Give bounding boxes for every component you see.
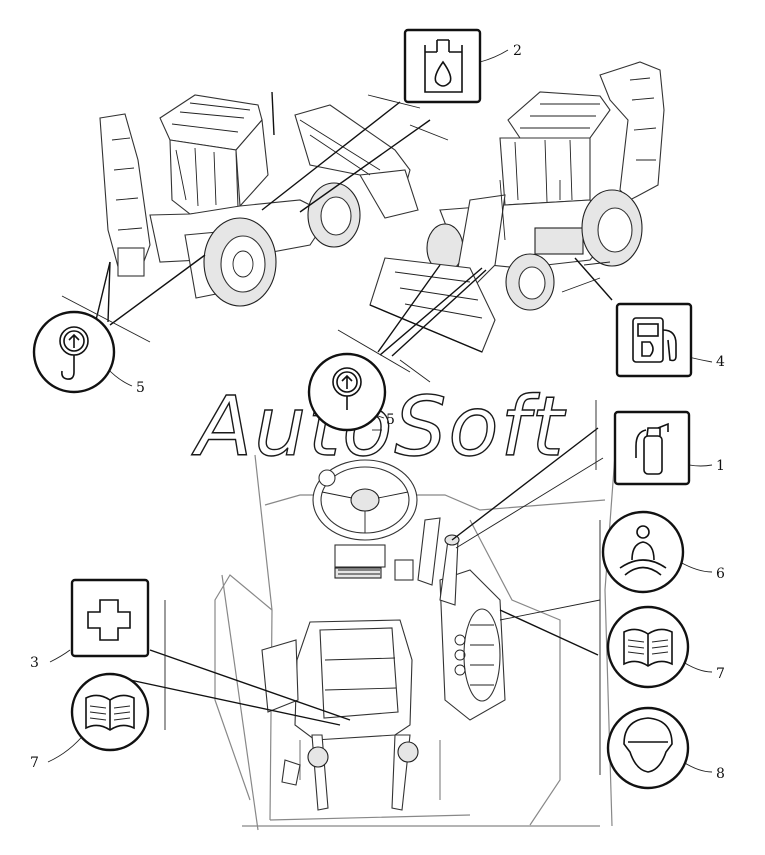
fire-extinguisher-icon: [635, 422, 669, 475]
seat-belt-icon: [619, 525, 667, 576]
callout-3: 3: [30, 655, 39, 671]
safety-helmet-decal: [606, 706, 690, 790]
backhoe-loader-front-view: [369, 61, 665, 353]
lifting-point-decal-left: [32, 310, 116, 394]
safety-helmet-icon: [623, 717, 673, 773]
seat-belt-decal: [601, 510, 685, 594]
callout-7-right: 7: [716, 666, 725, 682]
callout-5-left: 5: [136, 380, 145, 396]
operator-manual-book-icon: [85, 694, 135, 731]
callout-6: 6: [716, 566, 725, 582]
lifting-point-decal-center: [307, 352, 387, 432]
first-aid-cross-icon: [87, 599, 131, 641]
lifting-point-hook-icon: [332, 367, 382, 431]
manual-decal-right: [606, 605, 690, 689]
callout-2: 2: [513, 43, 522, 59]
lifting-point-hook-icon: [59, 326, 89, 380]
fire-extinguisher-decal: [613, 410, 691, 486]
operator-manual-book-icon: [623, 628, 673, 667]
hydraulic-oil-reservoir-icon: [424, 39, 463, 93]
callout-8: 8: [716, 766, 725, 782]
fuel-decal: [615, 302, 693, 378]
callout-1: 1: [716, 458, 725, 474]
cab-interior-view: [214, 454, 616, 831]
manual-decal-left: [70, 672, 150, 752]
callout-4: 4: [716, 354, 725, 370]
leader-lines: [47, 49, 713, 775]
callout-5-center: 5: [386, 412, 395, 428]
first-aid-decal: [70, 578, 150, 658]
backhoe-loader-rear-view: [99, 91, 419, 307]
hydraulic-oil-decal: [403, 28, 482, 104]
fuel-pump-icon: [632, 317, 677, 363]
callout-7-left: 7: [30, 755, 39, 771]
